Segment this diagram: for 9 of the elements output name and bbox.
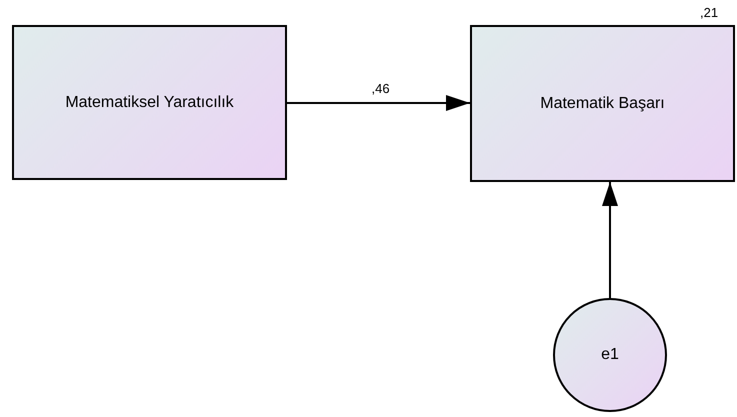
variable-box [12,25,287,180]
node-label: Matematiksel Yaratıcılık [65,94,234,112]
node-label: e1 [601,346,619,364]
arrow [287,95,470,111]
r-squared-value: ,21 [700,5,718,20]
variable-box [470,25,735,182]
path-coefficient: ,46 [370,81,391,96]
arrow [602,182,618,298]
node-label: Matematik Başarı [540,94,665,112]
